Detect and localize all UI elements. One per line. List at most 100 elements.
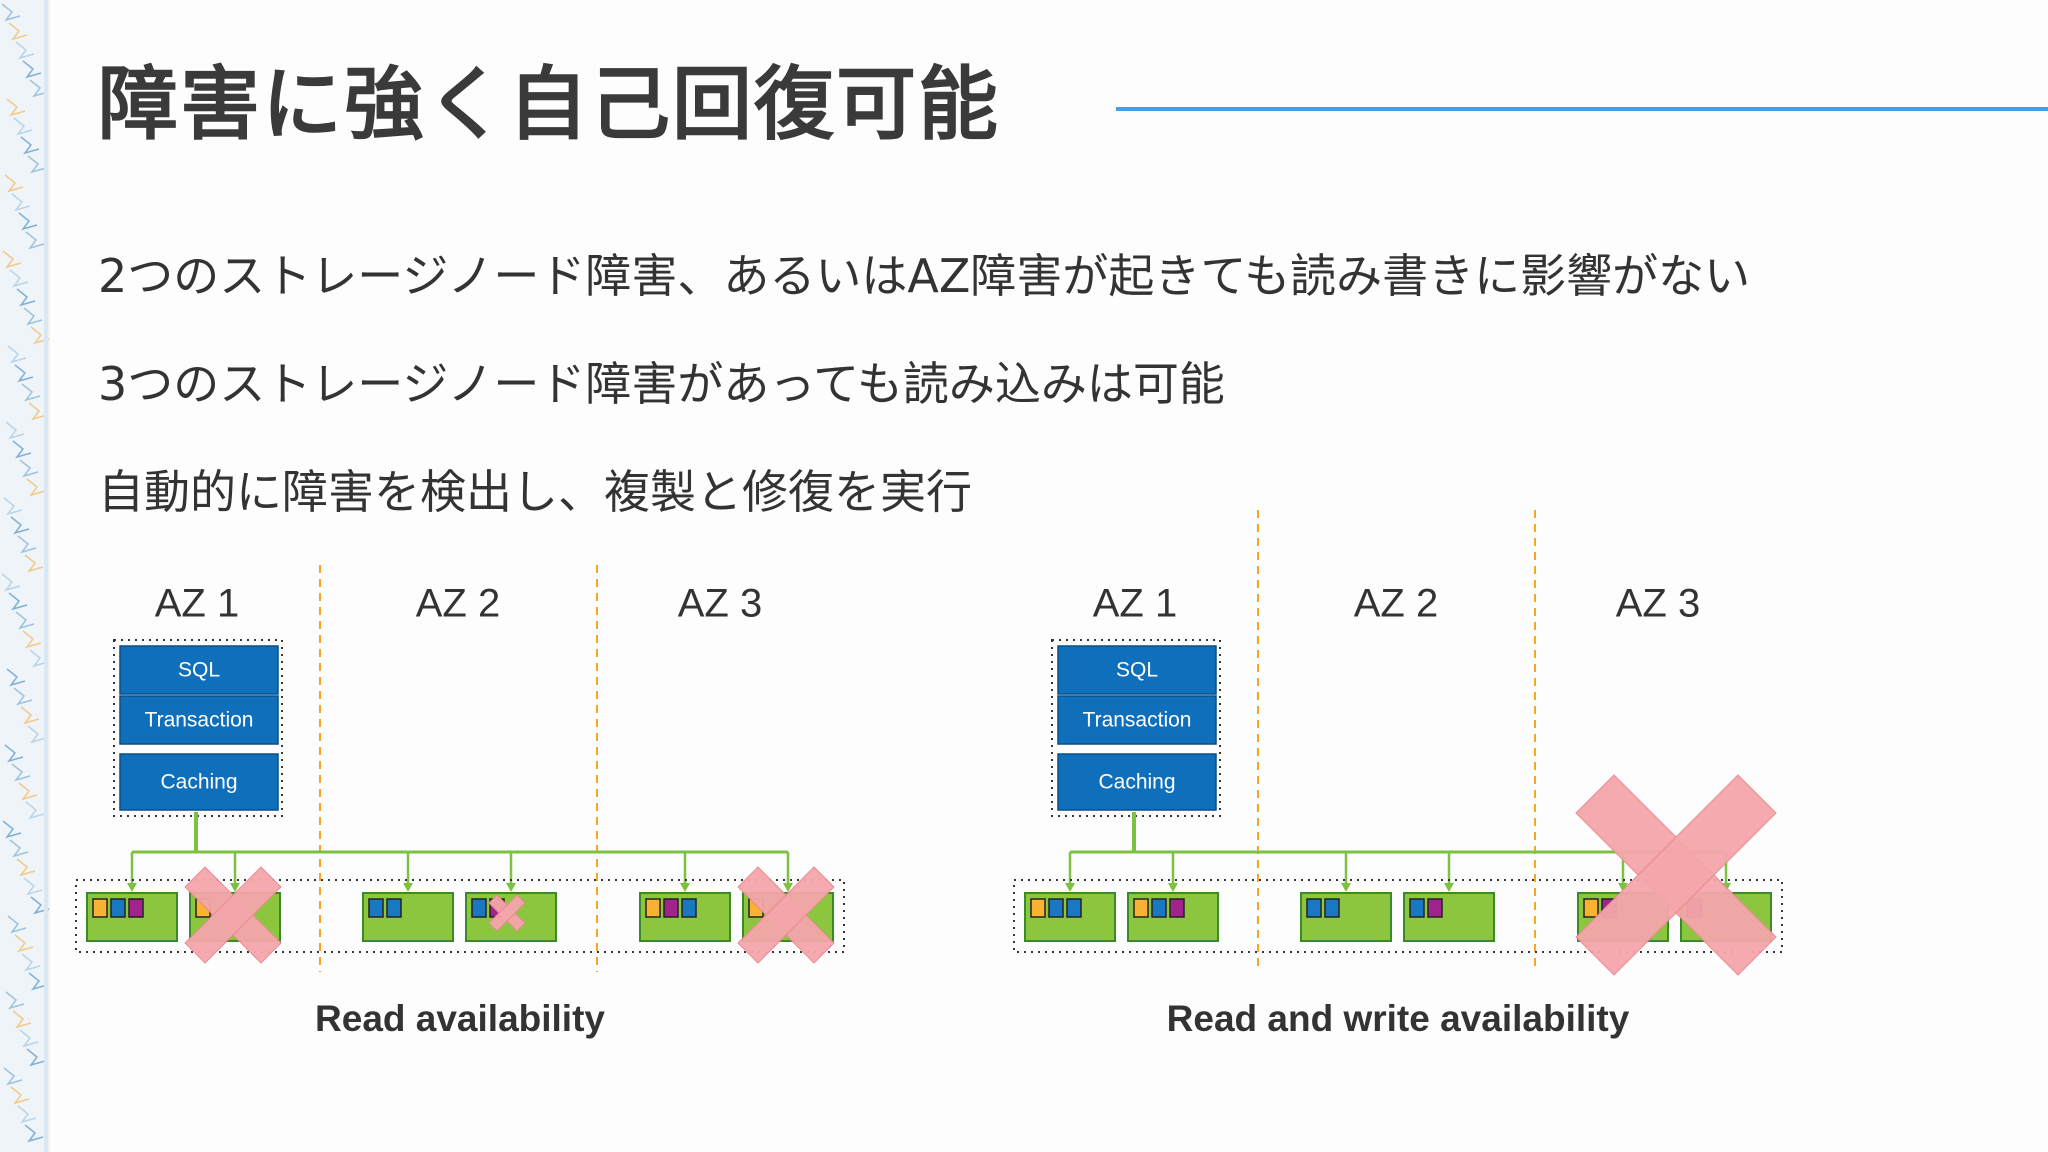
- data-block-orange: [92, 898, 108, 918]
- data-block-purple: [128, 898, 144, 918]
- data-block-purple: [663, 898, 679, 918]
- data-block-orange: [1583, 898, 1599, 918]
- az-fail-mark: [1575, 774, 1777, 976]
- connector-arrow: [1341, 883, 1351, 892]
- circuit-trace: [4, 744, 24, 763]
- data-block-blue: [110, 898, 126, 918]
- az-label: AZ 3: [1616, 582, 1700, 626]
- engine-layer-label: Transaction: [1083, 709, 1192, 732]
- title-rule: [1116, 107, 2048, 111]
- az-label: AZ 3: [678, 582, 762, 626]
- circuit-trace: [26, 478, 46, 497]
- circuit-trace: [21, 953, 41, 972]
- engine-layer-sql: [119, 645, 279, 695]
- bullet-3: 自動的に障害を検出し、複製と修復を実行: [98, 465, 972, 519]
- engine-layer-caching: [119, 753, 279, 811]
- bullet-2: 3つのストレージノード障害があっても読み込みは可能: [98, 357, 1225, 411]
- circuit-trace: [29, 649, 49, 668]
- fail-cross-stroke: [184, 866, 282, 964]
- decorative-circuit-border: [0, 0, 50, 1152]
- circuit-trace: [3, 497, 23, 516]
- diagram-caption: Read and write availability: [1167, 998, 1630, 1039]
- circuit-trace: [20, 706, 40, 725]
- circuit-trace: [22, 630, 42, 649]
- circuit-trace: [17, 1105, 37, 1124]
- circuit-trace: [13, 117, 33, 136]
- circuit-trace: [27, 155, 47, 174]
- circuit-trace: [8, 22, 28, 41]
- connector-arrow: [783, 883, 793, 892]
- circuit-trace: [1, 573, 21, 592]
- engine-layer-label: Caching: [160, 771, 237, 794]
- engine-layer-transaction: [1057, 695, 1217, 745]
- circuit-trace: [22, 60, 42, 79]
- circuit-trace: [17, 535, 37, 554]
- circuit-trace: [2, 820, 22, 839]
- diagram-caption: Read availability: [315, 998, 605, 1039]
- circuit-trace: [28, 972, 48, 991]
- az-label: AZ 2: [1354, 582, 1438, 626]
- connector-arrow: [1168, 883, 1178, 892]
- circuit-trace: [18, 782, 38, 801]
- circuit-trace: [23, 877, 43, 896]
- circuit-trace: [30, 326, 50, 345]
- circuit-trace: [16, 288, 36, 307]
- circuit-trace: [21, 383, 41, 402]
- circuit-trace: [7, 915, 27, 934]
- data-block-blue: [1306, 898, 1322, 918]
- data-block-orange: [1030, 898, 1046, 918]
- engine-layer-label: Caching: [1098, 771, 1175, 794]
- circuit-trace: [3, 1067, 23, 1086]
- data-block-blue: [1048, 898, 1064, 918]
- connector-arrow: [506, 883, 516, 892]
- circuit-trace: [12, 1010, 32, 1029]
- circuit-trace: [24, 1124, 44, 1143]
- circuit-trace: [26, 1048, 46, 1067]
- connector-arrow: [127, 883, 137, 892]
- engine-layer-transaction: [119, 695, 279, 745]
- circuit-trace: [28, 402, 48, 421]
- data-block-blue: [681, 898, 697, 918]
- az-label: AZ 1: [1093, 582, 1177, 626]
- engine-layer-label: SQL: [1116, 659, 1158, 682]
- circuit-trace: [14, 364, 34, 383]
- engine-layer-caching: [1057, 753, 1217, 811]
- circuit-trace: [6, 668, 26, 687]
- connector-arrow: [1618, 883, 1628, 892]
- circuit-trace: [15, 41, 35, 60]
- circuit-trace: [6, 98, 26, 117]
- circuit-trace: [15, 611, 35, 630]
- circuit-trace: [8, 592, 28, 611]
- fail-cross-stroke: [488, 894, 526, 932]
- data-block-orange: [645, 898, 661, 918]
- circuit-trace: [30, 896, 50, 915]
- node-fail-mark: [737, 866, 835, 964]
- bullet-1: 2つのストレージノード障害、あるいはAZ障害が起きても読み書きに影響がない: [98, 249, 1751, 303]
- data-block-blue: [1066, 898, 1082, 918]
- data-block-purple: [1169, 898, 1185, 918]
- circuit-trace: [5, 421, 25, 440]
- circuit-trace: [11, 193, 31, 212]
- circuit-trace: [14, 934, 34, 953]
- circuit-trace: [18, 212, 38, 231]
- circuit-trace: [2, 250, 22, 269]
- data-block-blue: [1409, 898, 1425, 918]
- circuit-trace: [7, 345, 27, 364]
- az-label: AZ 1: [155, 582, 239, 626]
- circuit-trace: [1, 3, 21, 22]
- data-block-blue: [1151, 898, 1167, 918]
- circuit-trace: [23, 307, 43, 326]
- engine-layer-label: SQL: [178, 659, 220, 682]
- data-block-blue: [1324, 898, 1340, 918]
- connector-arrow: [680, 883, 690, 892]
- circuit-trace: [27, 725, 47, 744]
- circuit-trace: [10, 516, 30, 535]
- circuit-trace: [29, 79, 49, 98]
- circuit-trace: [19, 459, 39, 478]
- circuit-trace: [20, 136, 40, 155]
- circuit-trace: [5, 991, 25, 1010]
- border-edge: [44, 0, 48, 1152]
